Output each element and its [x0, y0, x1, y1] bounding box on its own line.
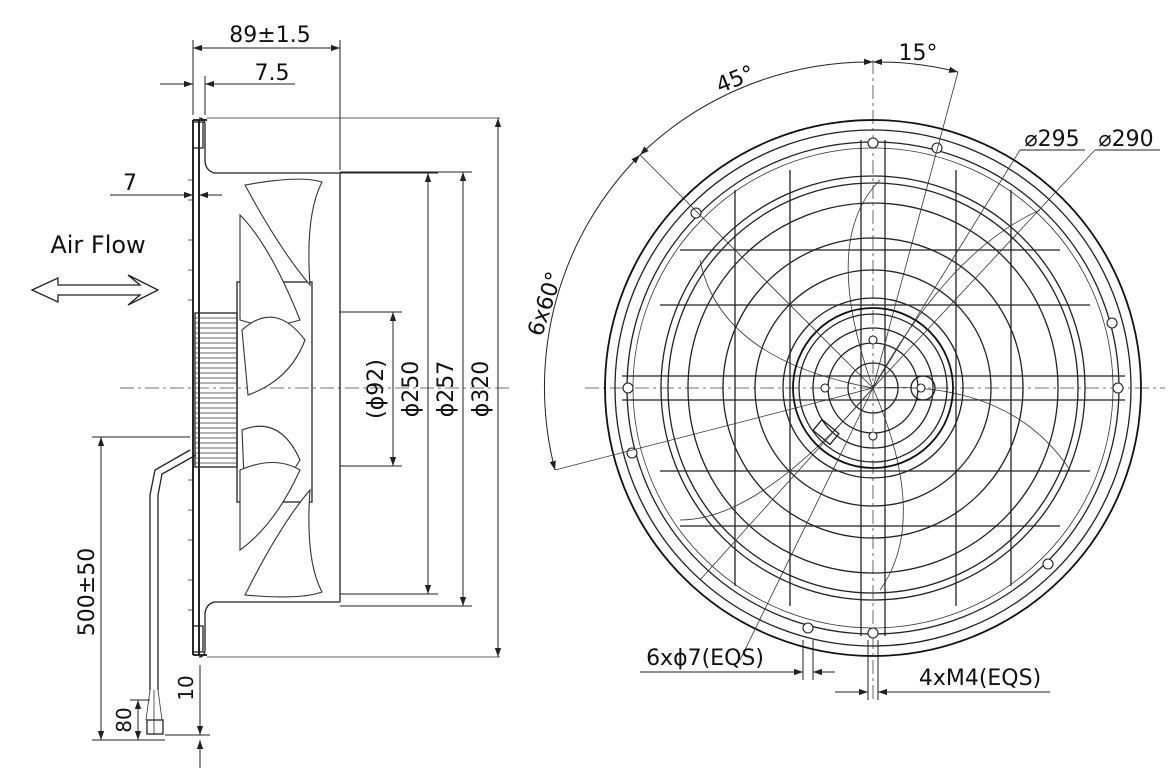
dim-d257: ϕ257 — [434, 361, 459, 418]
dim-7: 7 — [123, 171, 137, 196]
holes-label: 6xϕ7(EQS) — [646, 646, 764, 671]
angle-45: 45° — [713, 61, 759, 99]
dim-d92: (ϕ92) — [364, 359, 389, 419]
angle-15: 15° — [899, 41, 938, 66]
motor-fins — [195, 317, 237, 464]
dim-d290: ⌀290 — [1098, 127, 1153, 152]
front-view: 15° 45° 6x60° ⌀295 ⌀290 6xϕ7(EQS) 4xM4(E… — [524, 41, 1165, 700]
dim-80: 80 — [112, 707, 136, 732]
impeller-blades — [239, 178, 323, 598]
dim-flange: 7.5 — [255, 61, 290, 86]
side-view: 89±1.5 7.5 7 Air Flow (ϕ92) ϕ250 ϕ257 ϕ3… — [30, 23, 510, 768]
airflow-label: Air Flow — [50, 231, 145, 259]
angle-6x60: 6x60° — [524, 269, 568, 340]
dim-d295: ⌀295 — [1024, 127, 1079, 152]
dim-10: 10 — [174, 675, 198, 700]
airflow-arrow-icon — [30, 274, 160, 306]
dim-d250: ϕ250 — [399, 361, 424, 418]
threads-label: 4xM4(EQS) — [919, 666, 1041, 691]
guard-rings — [687, 202, 1059, 574]
dim-d320: ϕ320 — [469, 361, 494, 418]
dim-cable: 500±50 — [75, 548, 100, 636]
dim-depth: 89±1.5 — [229, 23, 310, 48]
